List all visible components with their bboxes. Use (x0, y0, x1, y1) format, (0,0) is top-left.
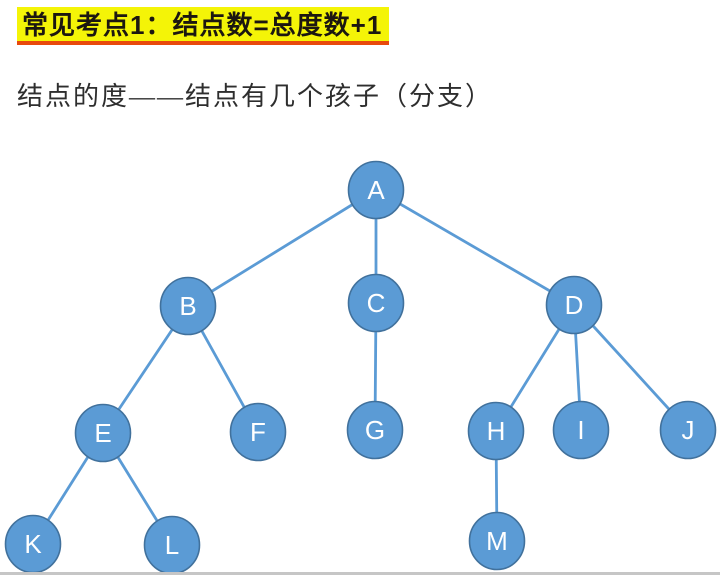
tree-node-D: D (545, 275, 603, 335)
tree-node-label-G: G (365, 415, 385, 445)
tree-node-J: J (659, 400, 717, 460)
tree-node-circle-B (159, 276, 217, 336)
tree-node-label-H: H (487, 416, 506, 446)
tree-node-circle-H (467, 401, 525, 461)
tree-node-circle-I (552, 400, 610, 460)
tree-node-M: M (468, 511, 526, 571)
tree-node-F: F (229, 402, 287, 462)
tree-node-E: E (74, 403, 132, 463)
tree-node-circle-A (347, 160, 405, 220)
tree-node-K: K (4, 514, 62, 574)
tree-node-L: L (143, 515, 201, 575)
tree-node-B: B (159, 276, 217, 336)
tree-node-label-L: L (165, 530, 179, 560)
tree-node-circle-M (468, 511, 526, 571)
tree-node-label-A: A (367, 175, 385, 205)
tree-node-I: I (552, 400, 610, 460)
tree-node-H: H (467, 401, 525, 461)
tree-node-C: C (347, 273, 405, 333)
tree-edges-group (31, 188, 690, 547)
tree-node-label-J: J (682, 415, 695, 445)
tree-node-circle-E (74, 403, 132, 463)
tree-node-circle-J (659, 400, 717, 460)
tree-node-circle-D (545, 275, 603, 335)
tree-node-A: A (347, 160, 405, 220)
tree-node-G: G (346, 400, 404, 460)
title-block: 常见考点1：结点数=总度数+1 (17, 7, 390, 45)
tree-edge-A-B (186, 188, 378, 308)
tree-edge-A-D (374, 188, 576, 307)
tree-node-label-C: C (367, 288, 386, 318)
frame-bottom-divider (0, 572, 720, 575)
tree-node-label-F: F (250, 417, 266, 447)
tree-node-label-D: D (565, 290, 584, 320)
tree-nodes-group: A B C D E F G H I J K L M (4, 160, 717, 575)
tree-node-label-E: E (94, 418, 111, 448)
tree-node-circle-G (346, 400, 404, 460)
tree-node-label-I: I (577, 415, 584, 445)
subtitle-text: 结点的度——结点有几个孩子（分支） (17, 82, 494, 111)
tree-node-label-M: M (486, 526, 508, 556)
tree-node-circle-F (229, 402, 287, 462)
page-title: 常见考点1：结点数=总度数+1 (17, 7, 390, 45)
tree-node-label-B: B (179, 291, 196, 321)
tree-node-circle-C (347, 273, 405, 333)
tree-node-label-K: K (24, 529, 42, 559)
